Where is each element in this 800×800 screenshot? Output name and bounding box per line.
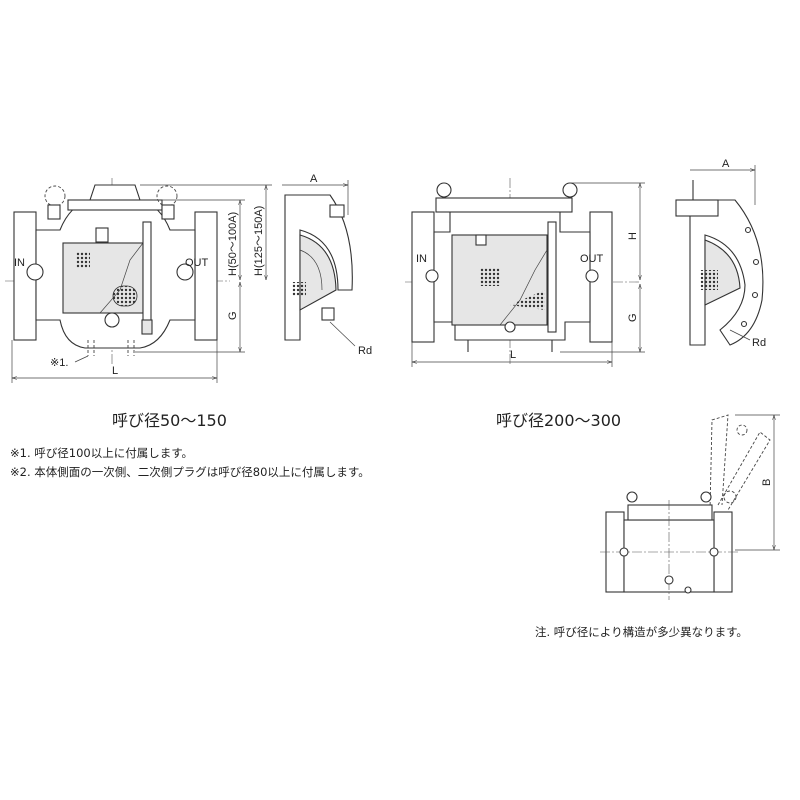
figure2-side-view: A Rd (675, 158, 766, 349)
dim-h-125-150: H(125～150A) (253, 206, 265, 276)
figure2-caption: 呼び径200～300 (496, 411, 622, 430)
out-label: OUT (580, 253, 604, 265)
figure3-open-cover-view: B (600, 414, 780, 600)
note-2: ※2. 本体側面の一次側、二次側プラグは呼び径80以上に付属します。 (10, 465, 370, 479)
dim-g: G (627, 313, 639, 322)
dim-h: H (627, 232, 639, 240)
note-ref-1: ※1. (50, 357, 68, 369)
figure2-front-view: IN OUT L H G (405, 178, 645, 367)
note-1: ※1. 呼び径100以上に付属します。 (10, 446, 194, 460)
figure1-front-view: IN OUT ※1. L H(50～100A) H(125～150A) G (5, 178, 272, 383)
in-label: IN (14, 257, 25, 269)
footnote: 注. 呼び径により構造が多少異なります。 (535, 625, 748, 639)
dim-g: G (227, 311, 239, 320)
figure1-side-view: A Rd (282, 173, 372, 357)
dim-h-50-100: H(50～100A) (227, 212, 239, 276)
dim-l: L (510, 349, 516, 361)
dim-a: A (310, 173, 318, 185)
dim-rd: Rd (358, 345, 372, 357)
out-label: OUT (185, 257, 209, 269)
figure1-caption: 呼び径50～150 (112, 411, 227, 430)
dim-l: L (112, 365, 118, 377)
dim-rd: Rd (752, 337, 766, 349)
dim-a: A (722, 158, 730, 170)
dim-b: B (761, 479, 773, 486)
in-label: IN (416, 253, 427, 265)
